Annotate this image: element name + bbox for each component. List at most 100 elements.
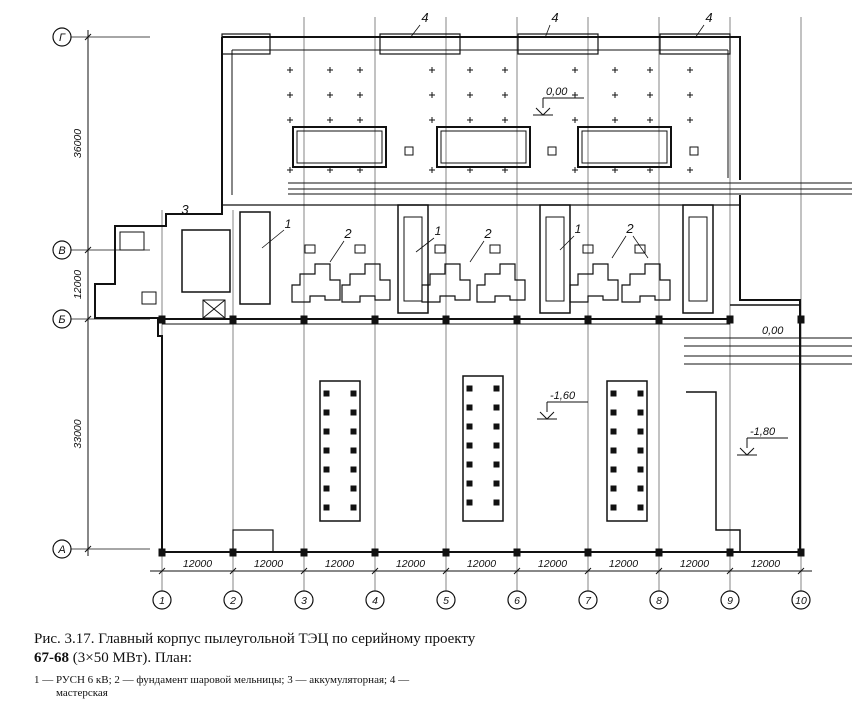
column	[584, 548, 592, 557]
mill-pedestal	[304, 244, 316, 254]
axis-bubble-number	[152, 590, 172, 610]
column	[442, 315, 450, 324]
mill-foundation	[291, 263, 341, 303]
callout-mill: 2	[625, 221, 634, 236]
axis-number-10: 10	[795, 595, 807, 607]
axis-bubble-number	[294, 590, 314, 610]
column-mark	[466, 385, 473, 392]
column-mark	[466, 404, 473, 411]
column-mark	[610, 409, 617, 416]
column-mark	[323, 390, 330, 397]
column-mark	[466, 442, 473, 449]
axis-bubble-number	[720, 590, 740, 610]
axis-bubble-number	[223, 590, 243, 610]
column-mark	[637, 447, 644, 454]
span-label-horizontal: 12000	[254, 558, 283, 570]
axis-letter-1: Г	[59, 32, 66, 44]
column-mark	[323, 409, 330, 416]
column	[513, 548, 521, 557]
axis-bubble-letter	[52, 27, 72, 47]
column-mark	[493, 461, 500, 468]
mill-pedestal	[434, 244, 446, 254]
dimension-tick	[584, 567, 592, 575]
bunker-inner	[296, 130, 383, 164]
rusn-panel	[403, 216, 423, 302]
column-mark	[637, 390, 644, 397]
legend-line1: 1 — РУСН 6 кВ; 2 — фундамент шаровой мел…	[34, 674, 410, 686]
callout-battery: 3	[181, 202, 189, 217]
column-mark	[466, 499, 473, 506]
callout-leader	[632, 235, 649, 259]
span-label-vertical: 33000	[72, 419, 84, 448]
column-mark	[323, 466, 330, 473]
callout-rusn: 1	[285, 217, 292, 231]
axis-bubble-letter	[52, 309, 72, 329]
axis-number-6: 6	[514, 595, 520, 607]
axis-number-8: 8	[656, 595, 662, 607]
callout-workshop: 4	[551, 10, 558, 25]
column	[158, 315, 166, 324]
elevation-mark	[535, 107, 551, 116]
x-box	[689, 146, 699, 156]
caption-legend: 1 — РУСН 6 кВ; 2 — фундамент шаровой мел…	[34, 674, 834, 700]
callout-workshop: 4	[421, 10, 428, 25]
column-mark	[610, 485, 617, 492]
dimension-tick	[371, 567, 379, 575]
column	[371, 315, 379, 324]
axis-bubble-number	[507, 590, 527, 610]
span-label-horizontal: 12000	[467, 558, 496, 570]
stair	[119, 231, 145, 251]
column-mark	[350, 390, 357, 397]
shaft-box	[202, 299, 226, 319]
column-mark	[610, 447, 617, 454]
workshop-room	[221, 33, 271, 55]
dimension-tick	[300, 567, 308, 575]
elevation-zero-top: 0,00	[546, 86, 568, 98]
shaft-box	[141, 291, 157, 305]
axis-number-3: 3	[301, 595, 307, 607]
rusn-room	[539, 204, 571, 314]
dimension-tick	[442, 567, 450, 575]
caption-title: Рис. 3.17. Главный корпус пылеугольной Т…	[34, 630, 834, 668]
column-mark	[493, 499, 500, 506]
axis-number-1: 1	[159, 595, 165, 607]
column-mark	[350, 485, 357, 492]
column-mark	[637, 409, 644, 416]
dimension-tick	[158, 567, 166, 575]
callout-leader	[409, 24, 421, 39]
rusn-room	[397, 204, 429, 314]
x-box	[404, 146, 414, 156]
column	[797, 548, 805, 557]
column-mark	[466, 423, 473, 430]
column	[158, 548, 166, 557]
callout-leader	[611, 235, 627, 259]
bunker-inner	[581, 130, 668, 164]
mill-foundation	[341, 263, 391, 303]
elevation-zero-right: 0,00	[762, 325, 784, 337]
axis-bubble-number	[649, 590, 669, 610]
span-label-horizontal: 12000	[396, 558, 425, 570]
column-mark	[637, 466, 644, 473]
mill-pedestal	[582, 244, 594, 254]
lower-right-wall	[686, 391, 741, 552]
legend-line2: мастерская	[56, 687, 108, 699]
caption-project-number: 67-68	[34, 650, 69, 666]
column-mark	[493, 385, 500, 392]
column	[655, 548, 663, 557]
mill-foundation	[476, 263, 526, 303]
mill-foundation	[421, 263, 471, 303]
dimension-tick	[726, 567, 734, 575]
column-mark	[350, 409, 357, 416]
battery-room	[181, 229, 231, 293]
column	[513, 315, 521, 324]
bunker	[292, 126, 387, 168]
stair-bottom	[232, 529, 274, 553]
workshop-room	[379, 33, 461, 55]
column-mark	[466, 480, 473, 487]
column	[797, 315, 805, 324]
axis-bubble-letter	[52, 539, 72, 559]
column-mark	[610, 504, 617, 511]
callout-leader	[544, 24, 551, 39]
boiler-pit	[606, 380, 648, 522]
